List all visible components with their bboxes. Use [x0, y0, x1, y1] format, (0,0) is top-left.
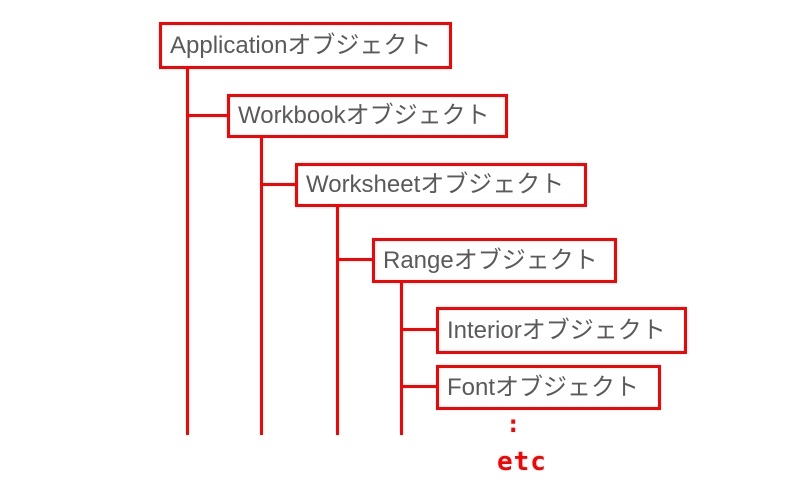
connector-line-interior: [400, 328, 436, 331]
connector-line-workbook: [186, 114, 227, 117]
connector-line-worksheet: [260, 183, 295, 186]
stem-line-range: [400, 283, 403, 435]
stem-line-worksheet: [336, 207, 339, 435]
node-worksheet-object: Worksheetオブジェクト: [295, 163, 587, 207]
connector-line-range: [336, 258, 372, 261]
etc-label: etc: [497, 447, 547, 477]
stem-line-workbook: [260, 138, 263, 435]
node-font-object: Fontオブジェクト: [436, 365, 661, 410]
node-interior-object: Interiorオブジェクト: [436, 307, 687, 354]
node-range-object: Rangeオブジェクト: [372, 238, 617, 283]
connector-line-font: [400, 385, 436, 388]
continuation-colon: :: [506, 410, 521, 438]
stem-line-application: [186, 69, 189, 435]
node-workbook-object: Workbookオブジェクト: [227, 94, 508, 138]
node-application-object: Applicationオブジェクト: [159, 22, 452, 69]
